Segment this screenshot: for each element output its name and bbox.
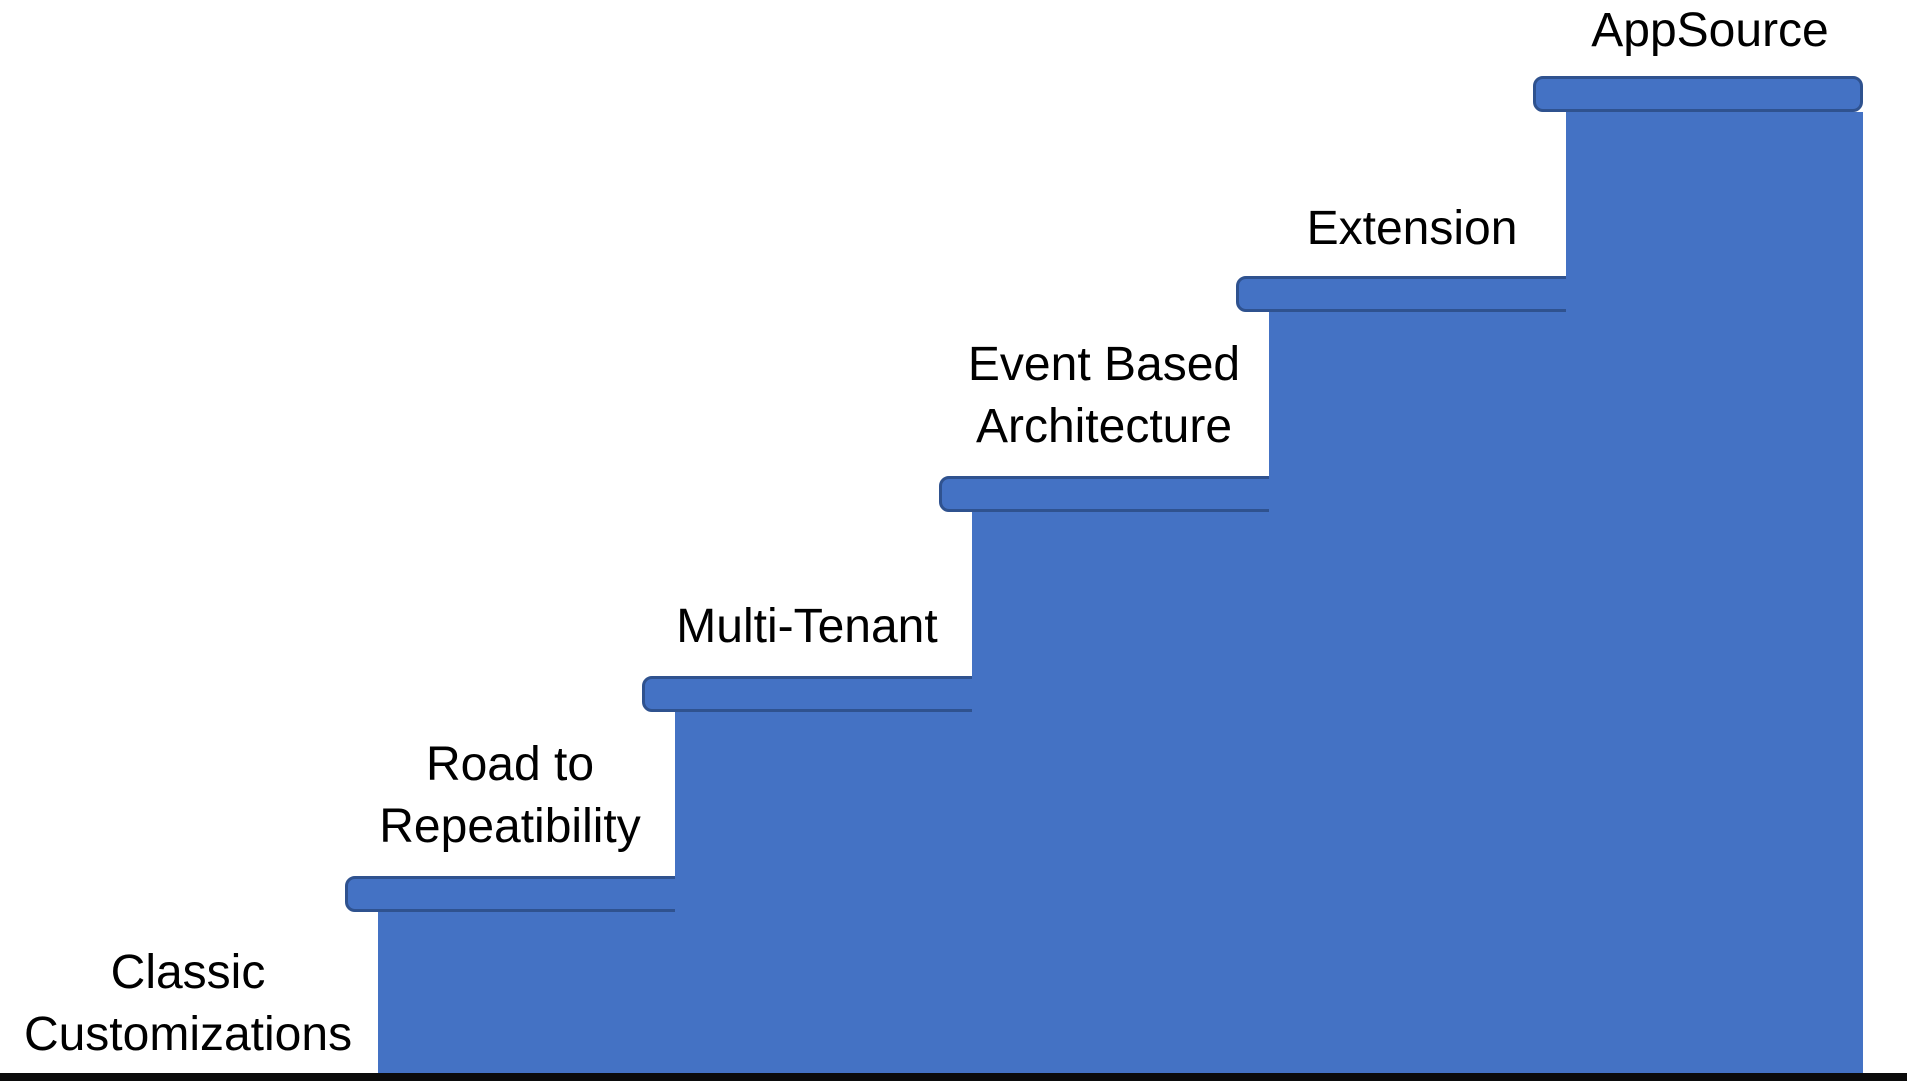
step-tread-road-to-repeatibility [345, 876, 685, 912]
step-label-classic-customizations: Classic Customizations [23, 946, 353, 1061]
step-column-multi-tenant [675, 712, 972, 1073]
step-label-event-based-architecture: Event Based Architecture [967, 338, 1241, 453]
step-label-extension: Extension [1306, 202, 1518, 255]
step-tread-extension [1236, 276, 1576, 312]
step-tread-event-based-architecture [939, 476, 1279, 512]
floor-line [0, 1073, 1907, 1081]
step-tread-multi-tenant [642, 676, 982, 712]
step-column-event-based-architecture [972, 512, 1269, 1073]
step-label-road-to-repeatibility: Road to Repeatibility [379, 738, 641, 853]
step-column-appsource [1566, 112, 1863, 1073]
step-label-appsource: AppSource [1591, 4, 1829, 57]
step-column-extension [1269, 312, 1566, 1073]
step-label-multi-tenant: Multi-Tenant [676, 600, 938, 653]
step-tread-appsource [1533, 76, 1863, 112]
step-column-road-to-repeatibility [378, 912, 675, 1073]
